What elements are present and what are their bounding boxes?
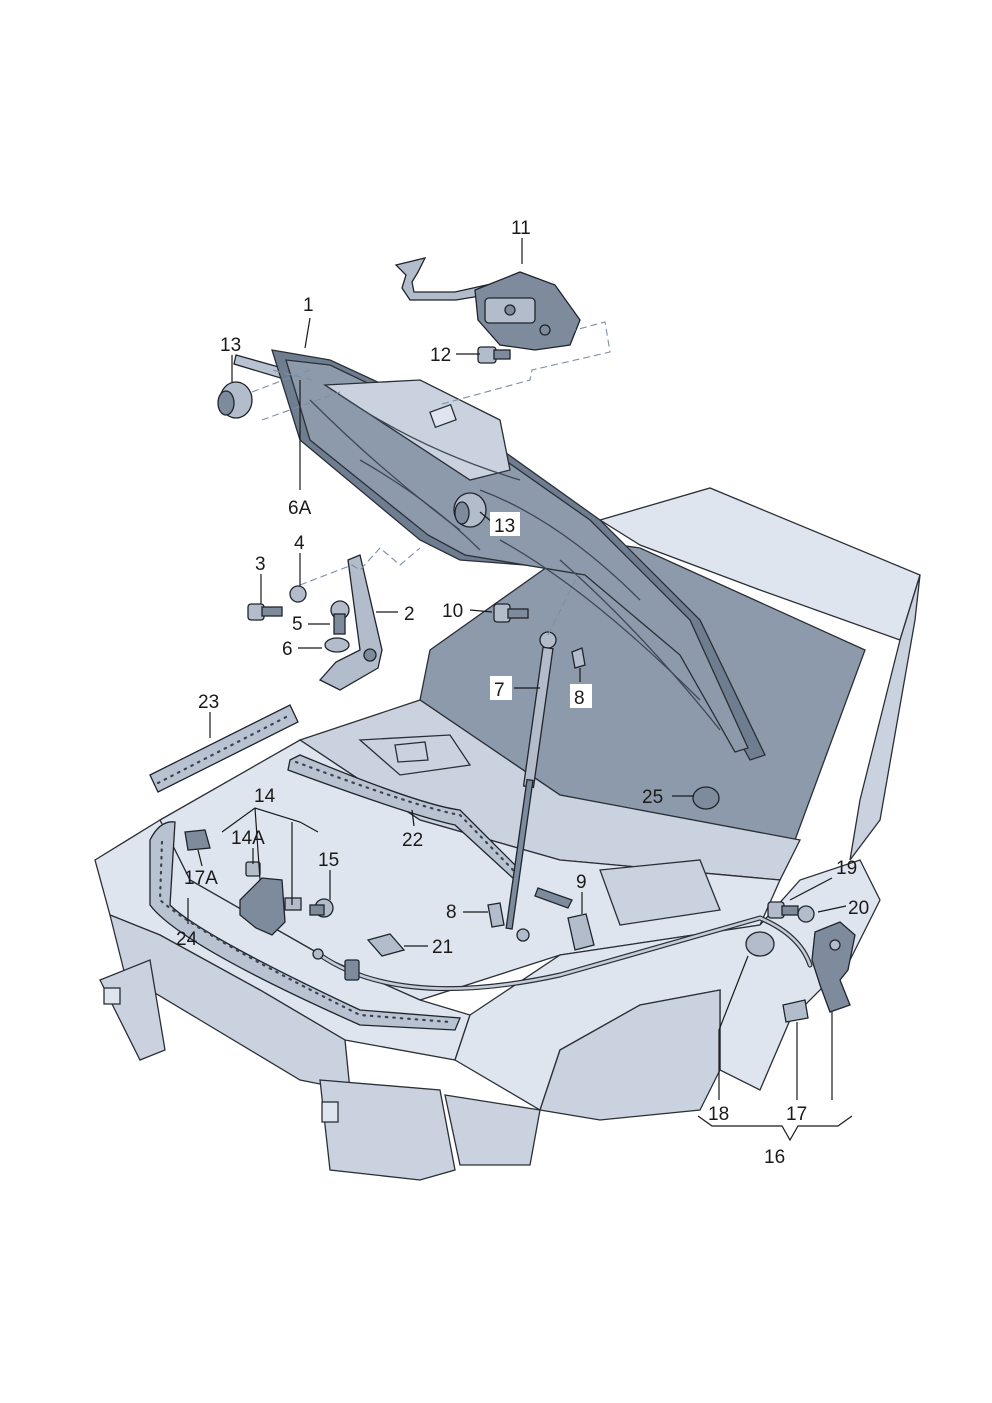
callout-4: 4 [294,533,305,554]
hinge-2 [318,554,383,691]
callout-8a: 8 [574,688,585,709]
cable-end [312,948,324,960]
leader-22 [411,809,415,827]
callout-2: 2 [404,604,415,625]
bracket-9 [567,913,595,951]
callout-12: 12 [430,345,451,366]
front-seal [149,821,461,1031]
grommet-18 [745,931,775,957]
seals [149,354,521,1031]
callout-14a: 14A [231,828,265,849]
clip-17a [184,829,211,851]
callout-7-box [490,676,512,700]
callout-10: 10 [442,601,463,622]
callout-20: 20 [848,898,869,919]
lock-14 [239,877,302,936]
callout-5: 5 [292,614,303,635]
clip-17 [782,999,809,1023]
hood-latch-opening [429,403,457,429]
clip-14a [245,861,261,877]
callout-8a-box [570,684,592,708]
callout-19: 19 [836,858,857,879]
callout-8b: 8 [446,902,457,923]
bay-right-frame [599,859,721,926]
callout-6: 6 [282,639,293,660]
callout-16: 16 [764,1147,785,1168]
leader-10 [469,609,493,613]
left-bracket-tab [103,987,121,1005]
leader-20 [817,905,847,913]
leader-lines [187,238,853,1142]
release-handle-16 [811,921,856,1013]
bolt-12 [477,346,511,364]
callout-11: 11 [511,218,531,239]
leader-14 [221,807,319,905]
callout-17a: 17A [184,868,218,889]
callout-13a: 13 [220,335,241,356]
parts [184,257,856,1023]
callout-3: 3 [255,554,266,575]
release-cable [312,915,813,992]
washer-6 [324,637,350,653]
bolt-19 [767,901,799,919]
callout-21: 21 [432,937,453,958]
wheel-arch [539,989,721,1121]
front-crossmember [444,1094,541,1166]
clip-21 [366,933,406,957]
callout-23: 23 [198,692,219,713]
callout-14: 14 [254,786,276,807]
callout-24: 24 [176,929,198,950]
callout-labels: 1 2 3 4 5 6 6A 7 8 8 9 10 11 12 13 13 14… [176,218,869,1168]
left-bracket-lower [99,959,166,1061]
release-lever-11 [394,257,581,351]
callout-18: 18 [708,1104,729,1125]
bolt-3 [247,603,283,621]
front-lower-structure [319,1079,456,1181]
callout-6a: 6A [288,498,312,519]
leader-1 [304,317,311,349]
hood-center-insert [322,379,511,481]
gas-strut-7 [505,631,557,942]
callout-7: 7 [494,680,505,701]
leader-19 [789,877,833,901]
clip-8-lower [487,902,505,928]
strip-9 [534,887,573,909]
assembly-lines [251,321,611,636]
bolt-10 [493,603,529,623]
hood-panel [271,349,766,761]
callout-9: 9 [576,872,587,893]
cable-clip [344,959,360,981]
bay-reservoir [394,741,429,763]
plug-25 [692,786,720,810]
callout-22: 22 [402,830,423,851]
leader-17a [197,849,203,867]
callout-15: 15 [318,850,339,871]
leader-16-bracket [697,1012,853,1142]
bolt-15 [309,898,334,918]
car-body [94,487,921,1181]
callout-13b: 13 [494,516,515,537]
bump-stop-13-hood [453,492,487,528]
callout-1: 1 [303,295,314,316]
callout-25: 25 [642,787,663,808]
washer-4 [289,585,307,603]
clip-8-upper [571,647,586,669]
bolt-5 [330,600,350,635]
bump-stop-13-left [217,381,253,419]
a-pillar-right [849,574,921,861]
washer-20 [797,905,815,923]
callout-17: 17 [786,1104,807,1125]
callout-13b-box [490,512,520,536]
leader-18 [718,955,749,1100]
center-bracket-tab [321,1101,339,1123]
